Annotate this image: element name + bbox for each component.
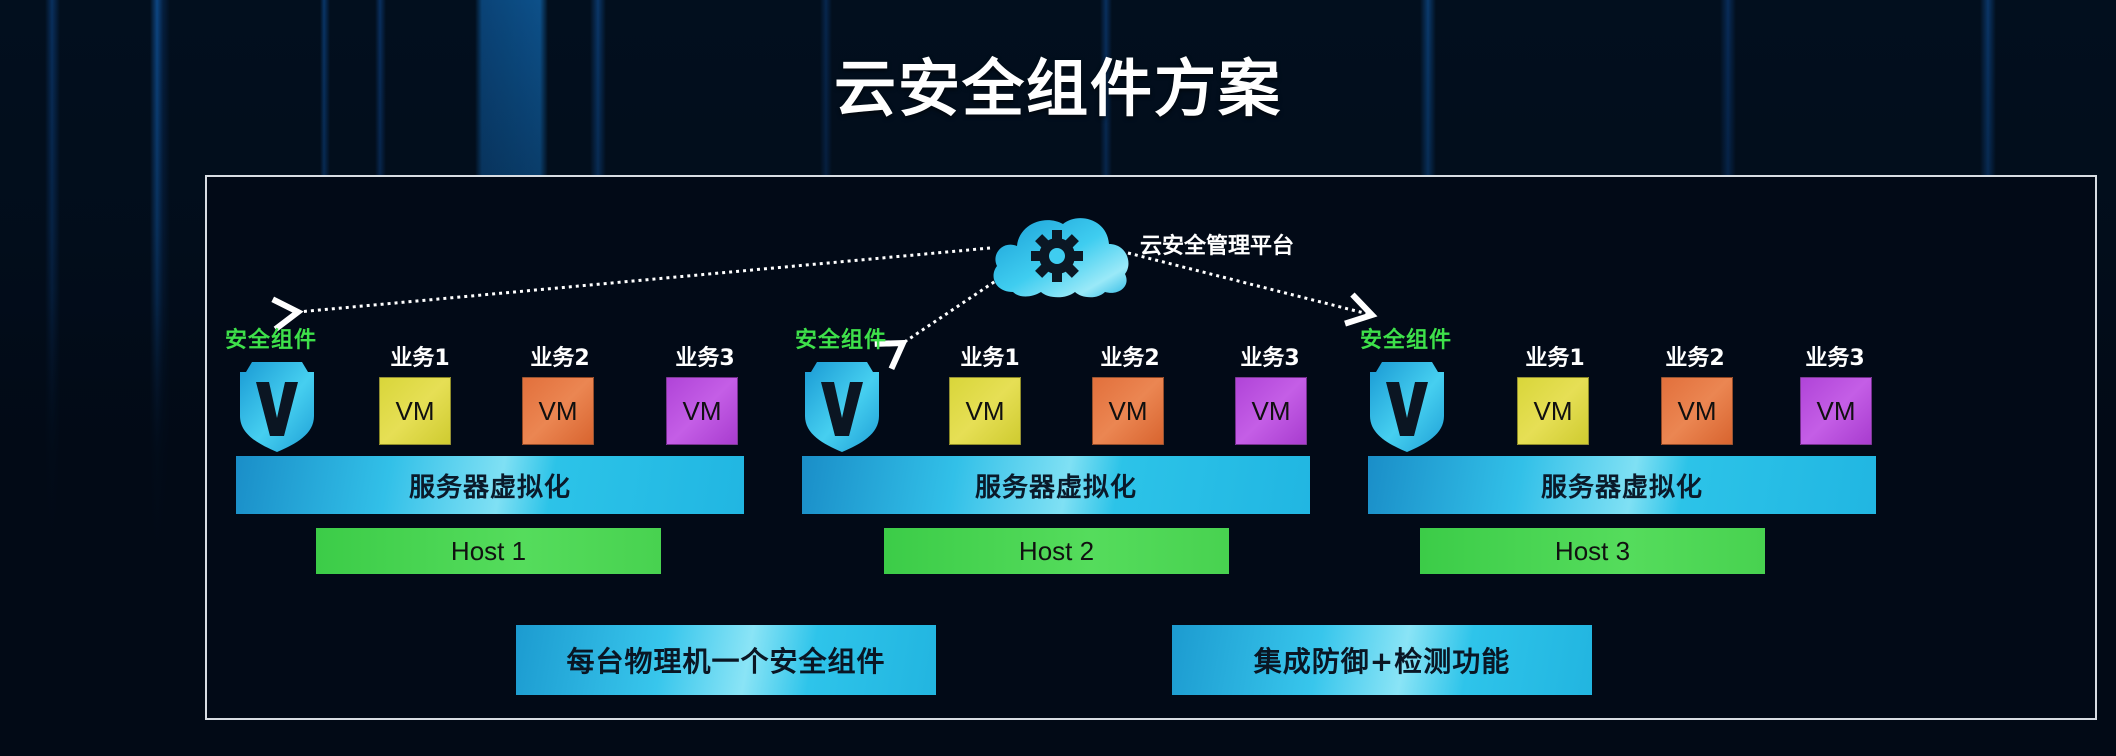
host-bar: Host 3 [1420,528,1765,574]
security-component-label: 安全组件 [1360,328,1453,353]
vm-box-3: VM [1800,377,1872,445]
host-bar: Host 2 [884,528,1229,574]
note-one-agent-per-host: 每台物理机一个安全组件 [516,625,936,695]
connector-host2 [874,276,1001,371]
service-label-2: 业务2 [1100,346,1160,371]
service-label-1: 业务1 [1525,346,1585,371]
vm-box-1: VM [1517,377,1589,445]
note-defense-detection: 集成防御+检测功能 [1172,625,1592,695]
server-virtualization-bar: 服务器虚拟化 [1368,456,1876,514]
connector-host1 [271,246,991,332]
vm-box-2: VM [522,377,594,445]
vm-box-3: VM [1235,377,1307,445]
connector-host3 [1127,251,1378,327]
cloud-management-platform [985,210,1135,300]
vm-box-1: VM [379,377,451,445]
service-label-1: 业务1 [390,346,450,371]
shield-v-icon [1370,362,1444,452]
service-label-3: 业务3 [1805,346,1865,371]
server-virtualization-bar: 服务器虚拟化 [236,456,744,514]
shield-v-icon [240,362,314,452]
service-label-1: 业务1 [960,346,1020,371]
platform-label: 云安全管理平台 [1140,234,1295,259]
service-label-2: 业务2 [530,346,590,371]
shield-v-icon [805,362,879,452]
service-label-3: 业务3 [1240,346,1300,371]
security-component-label: 安全组件 [795,328,888,353]
vm-box-2: VM [1092,377,1164,445]
vm-box-1: VM [949,377,1021,445]
vm-box-3: VM [666,377,738,445]
service-label-2: 业务2 [1665,346,1725,371]
page-title: 云安全组件方案 [833,52,1282,125]
host-bar: Host 1 [316,528,661,574]
vm-box-2: VM [1661,377,1733,445]
server-virtualization-bar: 服务器虚拟化 [802,456,1310,514]
service-label-3: 业务3 [675,346,735,371]
cloud-gear-icon [993,218,1129,298]
security-component-label: 安全组件 [225,328,318,353]
